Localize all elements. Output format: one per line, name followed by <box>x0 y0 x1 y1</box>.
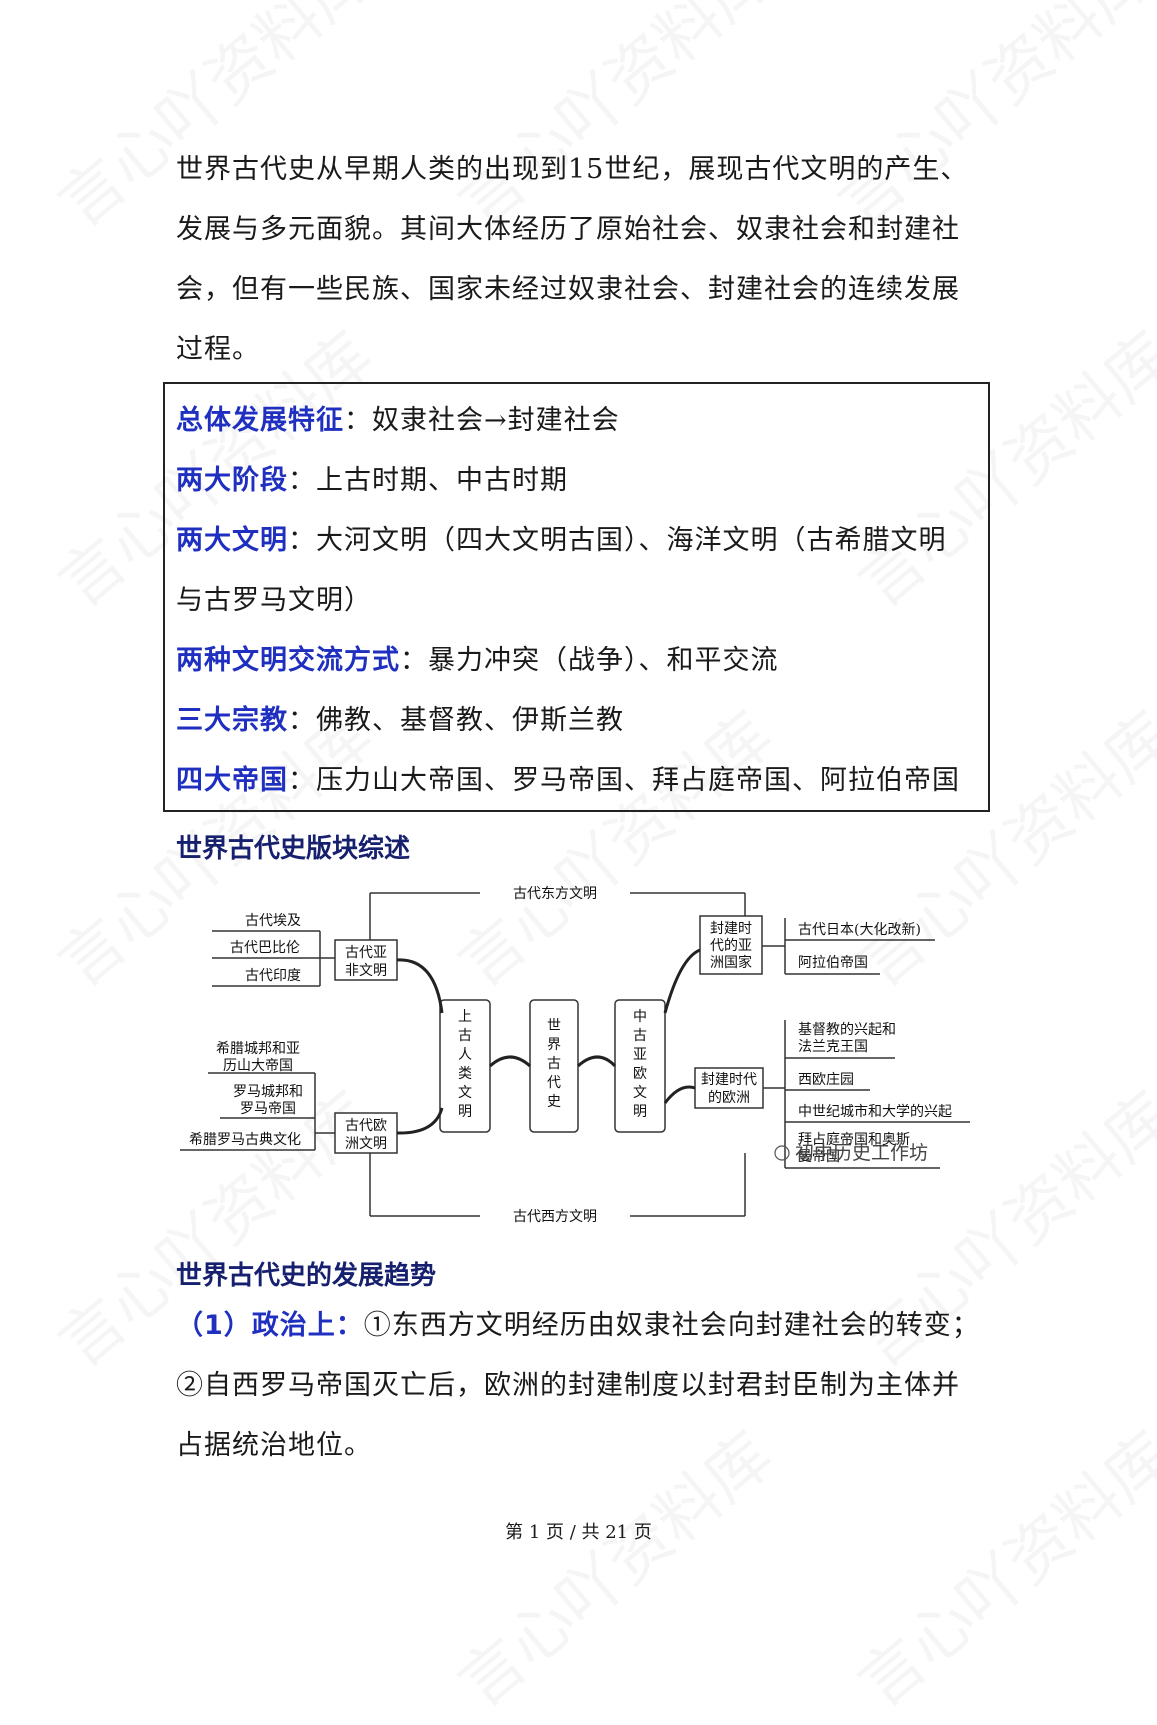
diagram-feudal-europe-item: 中世纪城市和大学的兴起 <box>798 1103 952 1120</box>
summary-row: 两大阶段：上古时期、中古时期 <box>176 458 568 497</box>
section-title: 世界古代史版块综述 <box>176 834 411 864</box>
summary-row: 两种文明交流方式：暴力冲突（战争）、和平交流 <box>176 638 779 677</box>
diagram-europe: 古代欧洲文明 <box>345 1118 387 1152</box>
summary-row: 两大文明：大河文明（四大文明古国）、海洋文明（古希腊文明 <box>176 518 947 557</box>
intro-line: 过程。 <box>176 334 260 365</box>
summary-text: ：压力山大帝国、罗马帝国、拜占庭帝国、阿拉伯帝国 <box>288 765 960 796</box>
diagram-right-main: 中古亚欧文明 <box>633 1009 647 1120</box>
summary-label: 两种文明交流方式 <box>176 645 400 676</box>
summary-text: ：上古时期、中古时期 <box>288 465 568 496</box>
diagram-europe-item: 罗马城邦和罗马帝国 <box>233 1084 303 1117</box>
diagram-left-main: 上古人类文明 <box>458 1009 472 1120</box>
summary-row: 总体发展特征：奴隶社会→封建社会 <box>176 398 620 437</box>
summary-label: 两大文明 <box>176 525 288 556</box>
summary-text: ：佛教、基督教、伊斯兰教 <box>288 705 624 736</box>
trend-paragraph: （1）政治上：①东西方文明经历由奴隶社会向封建社会的转变； ②自西罗马帝国灭亡后… <box>176 1296 986 1476</box>
diagram-feudal-europe-item: 基督教的兴起和法兰克王国 <box>798 1021 896 1055</box>
diagram-top-label: 古代东方文明 <box>513 886 597 902</box>
trend-label: （1）政治上： <box>176 1310 364 1341</box>
diagram-europe-item: 希腊罗马古典文化 <box>189 1132 301 1148</box>
summary-row: 三大宗教：佛教、基督教、伊斯兰教 <box>176 698 624 737</box>
diagram-feudal-asia: 封建时代的亚洲国家 <box>710 921 752 971</box>
page-footer: 第 1 页 / 共 21 页 <box>505 1522 652 1543</box>
summary-box <box>163 382 990 812</box>
trend-line: （1）政治上：①东西方文明经历由奴隶社会向封建社会的转变； <box>176 1296 986 1356</box>
diagram-bottom-label: 古代西方文明 <box>513 1209 597 1225</box>
trend-line: ②自西罗马帝国灭亡后，欧洲的封建制度以封君封臣制为主体并 <box>176 1370 960 1401</box>
summary-text: ：暴力冲突（战争）、和平交流 <box>400 645 779 676</box>
summary-row: 与古罗马文明） <box>176 578 372 617</box>
diagram-afro-asian-item: 古代巴比伦 <box>230 940 300 956</box>
summary-label: 四大帝国 <box>176 765 288 796</box>
diagram-center: 世界古代史 <box>547 1018 561 1110</box>
summary-label: 总体发展特征 <box>176 405 344 436</box>
concept-map-diagram: 古代东方文明 古代西方文明 上古人类文明 世界古代史 中古亚欧文明 古代亚非文明… <box>180 886 970 1225</box>
trend-text: ①东西方文明经历由奴隶社会向封建社会的转变； <box>363 1310 980 1341</box>
intro-line: 会，但有一些民族、国家未经过奴隶社会、封建社会的连续发展 <box>176 274 960 305</box>
summary-text: ：奴隶社会→封建社会 <box>344 405 620 436</box>
intro-line: 发展与多元面貌。其间大体经历了原始社会、奴隶社会和封建社 <box>176 214 960 245</box>
diagram-feudal-asia-item: 阿拉伯帝国 <box>798 955 868 971</box>
summary-label: 两大阶段 <box>176 465 288 496</box>
intro-line: 世界古代史从早期人类的出现到15世纪，展现古代文明的产生、 <box>176 154 969 185</box>
diagram-overlay-text: 初中历史工作坊 <box>795 1142 928 1164</box>
diagram-feudal-europe: 封建时代的欧洲 <box>701 1072 757 1106</box>
summary-text: 与古罗马文明） <box>176 585 372 616</box>
trend-line: 占据统治地位。 <box>176 1430 372 1461</box>
diagram-afro-asian-item: 古代印度 <box>245 968 301 984</box>
diagram-feudal-asia-item: 古代日本(大化改新) <box>798 922 921 938</box>
intro-paragraph: 世界古代史从早期人类的出现到15世纪，展现古代文明的产生、 发展与多元面貌。其间… <box>176 140 986 380</box>
diagram-feudal-europe-item: 拜占庭帝国和奥斯曼帝国 <box>798 1131 910 1165</box>
section-title: 世界古代史的发展趋势 <box>176 1261 437 1291</box>
diagram-afro-asian-item: 古代埃及 <box>245 913 301 929</box>
diagram-afro-asian: 古代亚非文明 <box>345 945 387 979</box>
summary-label: 三大宗教 <box>176 705 288 736</box>
diagram-feudal-europe-item: 西欧庄园 <box>798 1071 854 1088</box>
diagram-europe-item: 希腊城邦和亚历山大帝国 <box>216 1041 300 1074</box>
summary-text: ：大河文明（四大文明古国）、海洋文明（古希腊文明 <box>288 525 947 556</box>
summary-row: 四大帝国：压力山大帝国、罗马帝国、拜占庭帝国、阿拉伯帝国 <box>176 758 960 797</box>
